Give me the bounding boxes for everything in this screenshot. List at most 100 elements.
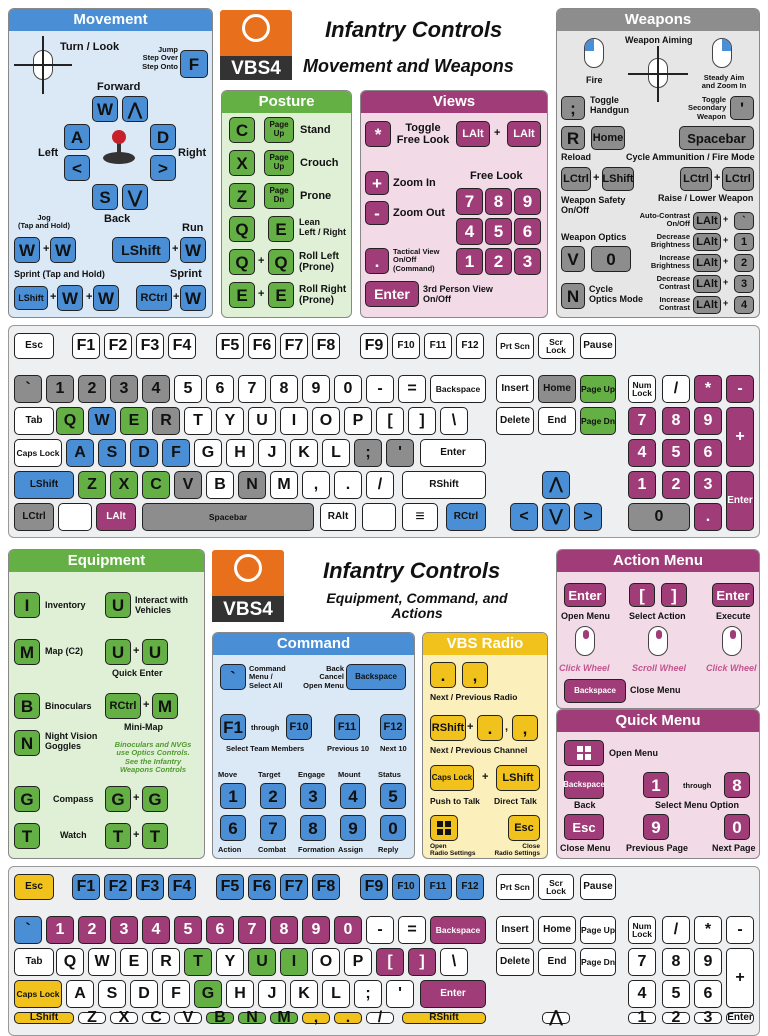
numpad-key[interactable]: 5 xyxy=(662,980,690,1008)
number-row-key[interactable]: 4 xyxy=(142,916,170,944)
lalt-w-key-2[interactable]: LAlt xyxy=(693,233,721,251)
number-row-key[interactable]: 7 xyxy=(238,375,266,403)
command-key[interactable]: 7 xyxy=(260,815,286,841)
numpad-key[interactable]: 7 xyxy=(628,407,656,435)
function-key[interactable]: F4 xyxy=(168,333,196,359)
home-key[interactable]: Home xyxy=(538,375,576,403)
minus-key[interactable]: - xyxy=(365,201,389,225)
letter-key[interactable]: D xyxy=(130,439,158,467)
numpad-key[interactable]: 4 xyxy=(628,439,656,467)
c-key[interactable]: C xyxy=(229,117,255,143)
tab-key[interactable]: Tab xyxy=(14,407,54,435)
np8-key[interactable]: 8 xyxy=(485,188,512,215)
menu-key[interactable]: ≡ xyxy=(402,503,438,531)
lalt-key[interactable]: LAlt xyxy=(96,503,136,531)
end-key[interactable]: End xyxy=(538,948,576,976)
n-key[interactable]: N xyxy=(561,283,585,309)
numpad-key[interactable]: 9 xyxy=(694,948,722,976)
letter-key[interactable]: L xyxy=(322,980,350,1008)
pause-key[interactable]: Pause xyxy=(580,874,616,900)
dot-key-2[interactable]: . xyxy=(477,715,503,741)
quote-key[interactable]: ' xyxy=(730,96,754,120)
q-key[interactable]: Q xyxy=(229,216,255,242)
one-key[interactable]: 1 xyxy=(734,233,754,251)
t-key-2[interactable]: T xyxy=(105,823,131,849)
sprint-rctrl-key[interactable]: RCtrl xyxy=(136,285,172,311)
number-row-key[interactable]: 5 xyxy=(174,375,202,403)
numpad-key[interactable]: 5 xyxy=(662,439,690,467)
g-key[interactable]: G xyxy=(14,786,40,812)
letter-key[interactable]: N xyxy=(238,471,266,499)
numpad-key[interactable]: 1 xyxy=(628,1010,656,1026)
f11-key[interactable]: F11 xyxy=(334,714,360,740)
letter-key[interactable]: , xyxy=(302,1010,330,1026)
np7-key[interactable]: 7 xyxy=(456,188,483,215)
function-key[interactable]: F3 xyxy=(136,874,164,900)
letter-key[interactable]: W xyxy=(88,407,116,435)
d-key[interactable]: D xyxy=(150,124,176,150)
lctrl-key[interactable]: LCtrl xyxy=(561,167,591,191)
numpad-key[interactable]: 8 xyxy=(662,407,690,435)
up-arrow-key[interactable]: ⋀ xyxy=(542,1010,570,1026)
numpad-key[interactable]: 3 xyxy=(694,1010,722,1026)
letter-key[interactable]: J xyxy=(258,439,286,467)
number-row-key[interactable]: ` xyxy=(14,375,42,403)
function-key[interactable]: F10 xyxy=(392,333,420,359)
windows-key[interactable] xyxy=(564,740,604,766)
letter-key[interactable]: ' xyxy=(386,980,414,1008)
esc-key[interactable]: Esc xyxy=(508,815,540,841)
numpad-key[interactable]: 9 xyxy=(694,407,722,435)
numpad-key[interactable]: 6 xyxy=(694,980,722,1008)
pause-key[interactable]: Pause xyxy=(580,333,616,359)
letter-key[interactable]: C xyxy=(142,471,170,499)
number-row-key[interactable]: 6 xyxy=(206,375,234,403)
jog-w2-key[interactable]: W xyxy=(50,237,76,263)
plus-key[interactable]: + xyxy=(365,171,389,195)
rctrl-key[interactable]: RCtrl xyxy=(446,503,486,531)
letter-key[interactable]: V xyxy=(174,471,202,499)
letter-key[interactable]: A xyxy=(66,980,94,1008)
letter-key[interactable]: E xyxy=(120,407,148,435)
sprint-lshift-key[interactable]: LShift xyxy=(14,286,48,310)
down-arrow-key[interactable]: ⋁ xyxy=(542,503,570,531)
numpad-star-key[interactable]: * xyxy=(694,916,722,944)
lctrl-key-2[interactable]: LCtrl xyxy=(680,167,712,191)
esc-key[interactable]: Esc xyxy=(14,874,54,900)
rbracket-key[interactable]: ] xyxy=(661,583,687,607)
windows-key[interactable] xyxy=(430,815,458,841)
f1-key[interactable]: F1 xyxy=(220,714,246,740)
function-key[interactable]: F8 xyxy=(312,874,340,900)
pgdn-key[interactable]: Page Dn xyxy=(264,183,294,209)
number-row-key[interactable]: - xyxy=(366,375,394,403)
lalt-w-key[interactable]: LAlt xyxy=(693,212,721,230)
letter-key[interactable]: / xyxy=(366,1010,394,1026)
letter-key[interactable]: O xyxy=(312,407,340,435)
roll-e1-key[interactable]: E xyxy=(229,282,255,308)
letter-key[interactable]: Z xyxy=(78,1010,106,1026)
down-arrow-key[interactable]: ⋁ xyxy=(122,184,148,210)
number-row-key[interactable]: 5 xyxy=(174,916,202,944)
numpad-key[interactable]: 8 xyxy=(662,948,690,976)
prtscn-key[interactable]: Prt Scn xyxy=(496,874,534,900)
numpad-slash-key[interactable]: / xyxy=(662,375,690,403)
lalt-w-key-3[interactable]: LAlt xyxy=(693,254,721,272)
number-row-key[interactable]: 2 xyxy=(78,375,106,403)
function-key[interactable]: F9 xyxy=(360,874,388,900)
jump-key[interactable]: F xyxy=(180,50,208,78)
letter-key[interactable]: [ xyxy=(376,948,404,976)
letter-key[interactable]: B xyxy=(206,471,234,499)
right-arrow-key[interactable]: > xyxy=(574,503,602,531)
number-row-key[interactable]: = xyxy=(398,916,426,944)
letter-key[interactable]: S xyxy=(98,980,126,1008)
letter-key[interactable]: G xyxy=(194,439,222,467)
w-key[interactable]: W xyxy=(92,96,118,122)
spacebar-key[interactable]: Spacebar xyxy=(142,503,314,531)
numlock-key[interactable]: Num Lock xyxy=(628,375,656,403)
u-key-3[interactable]: U xyxy=(142,639,168,665)
esc-key[interactable]: Esc xyxy=(14,333,54,359)
insert-key[interactable]: Insert xyxy=(496,916,534,944)
function-key[interactable]: F1 xyxy=(72,874,100,900)
function-key[interactable]: F10 xyxy=(392,874,420,900)
spacebar-key[interactable]: Spacebar xyxy=(679,126,754,150)
function-key[interactable]: F5 xyxy=(216,874,244,900)
